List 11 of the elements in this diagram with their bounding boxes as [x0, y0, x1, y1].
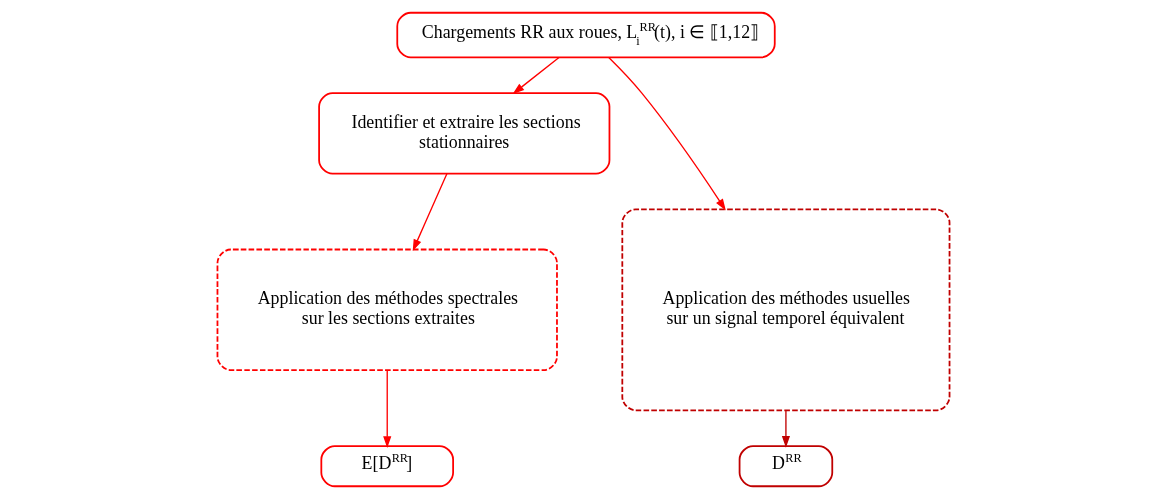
node-box: Application des méthodes usuelles sur un signal temporel équivalent — [620, 208, 950, 412]
arrow — [512, 56, 560, 95]
arrow — [781, 410, 790, 448]
arrow — [382, 369, 391, 448]
node-box: Application des méthodes spectrales sur les sections extraites — [216, 248, 558, 371]
node-box: D$^{RR}$ — [738, 445, 833, 488]
arrow — [412, 172, 448, 252]
node-box: Chargements RR aux roues, L$_{i}$$^{RR}$(t), i ∈ ⟦1,12⟧ — [395, 11, 776, 59]
node-box: Identifier et extraire les sections stationnaires — [317, 92, 610, 175]
arrow — [607, 56, 726, 211]
node-box: E[D$^{RR}$] — [319, 445, 454, 488]
